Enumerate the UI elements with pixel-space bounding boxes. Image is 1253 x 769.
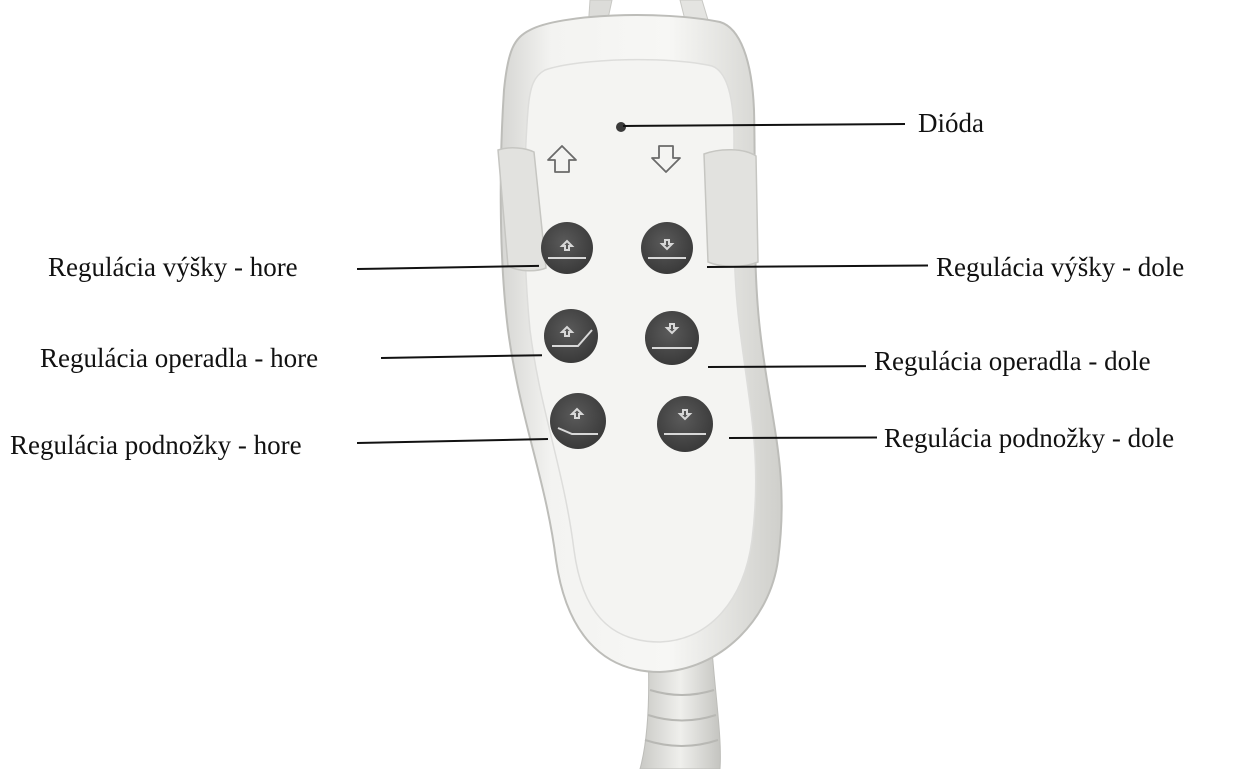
label-height-up: Regulácia výšky - hore — [48, 254, 298, 281]
footrest-down-button[interactable] — [657, 396, 713, 452]
label-backrest-up: Regulácia operadla - hore — [40, 345, 318, 372]
label-footrest-up: Regulácia podnožky - hore — [10, 432, 302, 459]
label-footrest-down: Regulácia podnožky - dole — [884, 425, 1174, 452]
bed-height-down-button[interactable] — [641, 222, 693, 274]
bed-height-up-button[interactable] — [541, 222, 593, 274]
remote-body — [501, 15, 782, 672]
label-diode: Dióda — [918, 110, 984, 137]
backrest-up-button[interactable] — [544, 309, 598, 363]
footrest-up-button[interactable] — [550, 393, 606, 449]
diode-led — [616, 122, 626, 132]
backrest-down-button[interactable] — [645, 311, 699, 365]
label-height-down: Regulácia výšky - dole — [936, 254, 1184, 281]
label-backrest-down: Regulácia operadla - dole — [874, 348, 1151, 375]
